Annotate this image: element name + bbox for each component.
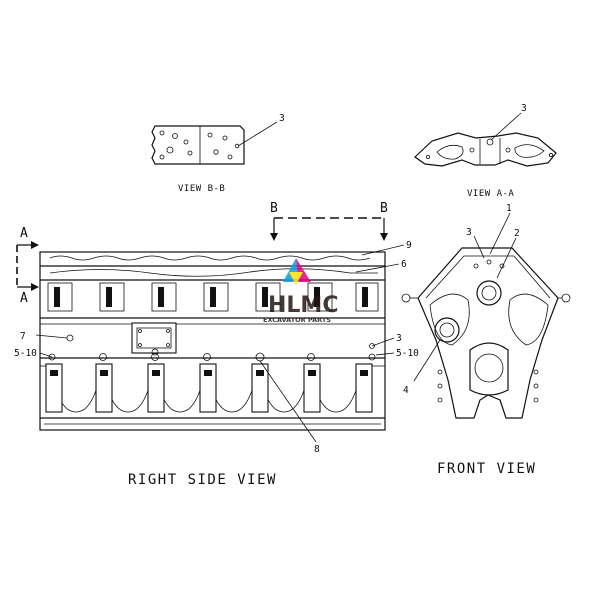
callout-bb-3: 3 <box>279 113 285 124</box>
section-b-left-letter: B <box>270 201 278 216</box>
front-view-label: FRONT VIEW <box>437 461 536 477</box>
svg-text:HLMC: HLMC <box>268 293 338 318</box>
callout-front-3: 3 <box>466 227 472 238</box>
callout-rs-3: 3 <box>396 333 402 344</box>
callout-rs-6: 6 <box>401 259 407 270</box>
hlmc-watermark-logo: HLMC EXCAVATOR PARTS <box>263 258 338 324</box>
view-aa-detail <box>414 112 557 167</box>
callout-front-2: 2 <box>514 228 520 239</box>
callout-aa-3: 3 <box>521 103 527 114</box>
callout-front-1: 1 <box>506 203 512 214</box>
section-a-top-letter: A <box>20 226 28 241</box>
section-b-right-letter: B <box>380 201 388 216</box>
front-view-engine-block <box>401 212 571 419</box>
view-bb-detail <box>151 121 278 165</box>
right-side-view-label: RIGHT SIDE VIEW <box>128 472 277 488</box>
right-side-engine-block <box>35 244 405 443</box>
view-aa-label: VIEW A-A <box>467 189 514 199</box>
callout-rs-8: 8 <box>314 444 320 455</box>
section-aa-line <box>16 241 39 291</box>
callout-rs-7: 7 <box>20 331 26 342</box>
callout-rs-9: 9 <box>406 240 412 251</box>
callout-rs-5-10-left: 5-10 <box>14 348 37 359</box>
section-bb-line <box>270 217 388 241</box>
callout-rs-5-10-right: 5-10 <box>396 348 419 359</box>
section-a-bottom-letter: A <box>20 291 28 306</box>
callout-front-4: 4 <box>403 385 409 396</box>
view-bb-label: VIEW B-B <box>178 184 225 194</box>
svg-text:EXCAVATOR PARTS: EXCAVATOR PARTS <box>263 316 331 324</box>
